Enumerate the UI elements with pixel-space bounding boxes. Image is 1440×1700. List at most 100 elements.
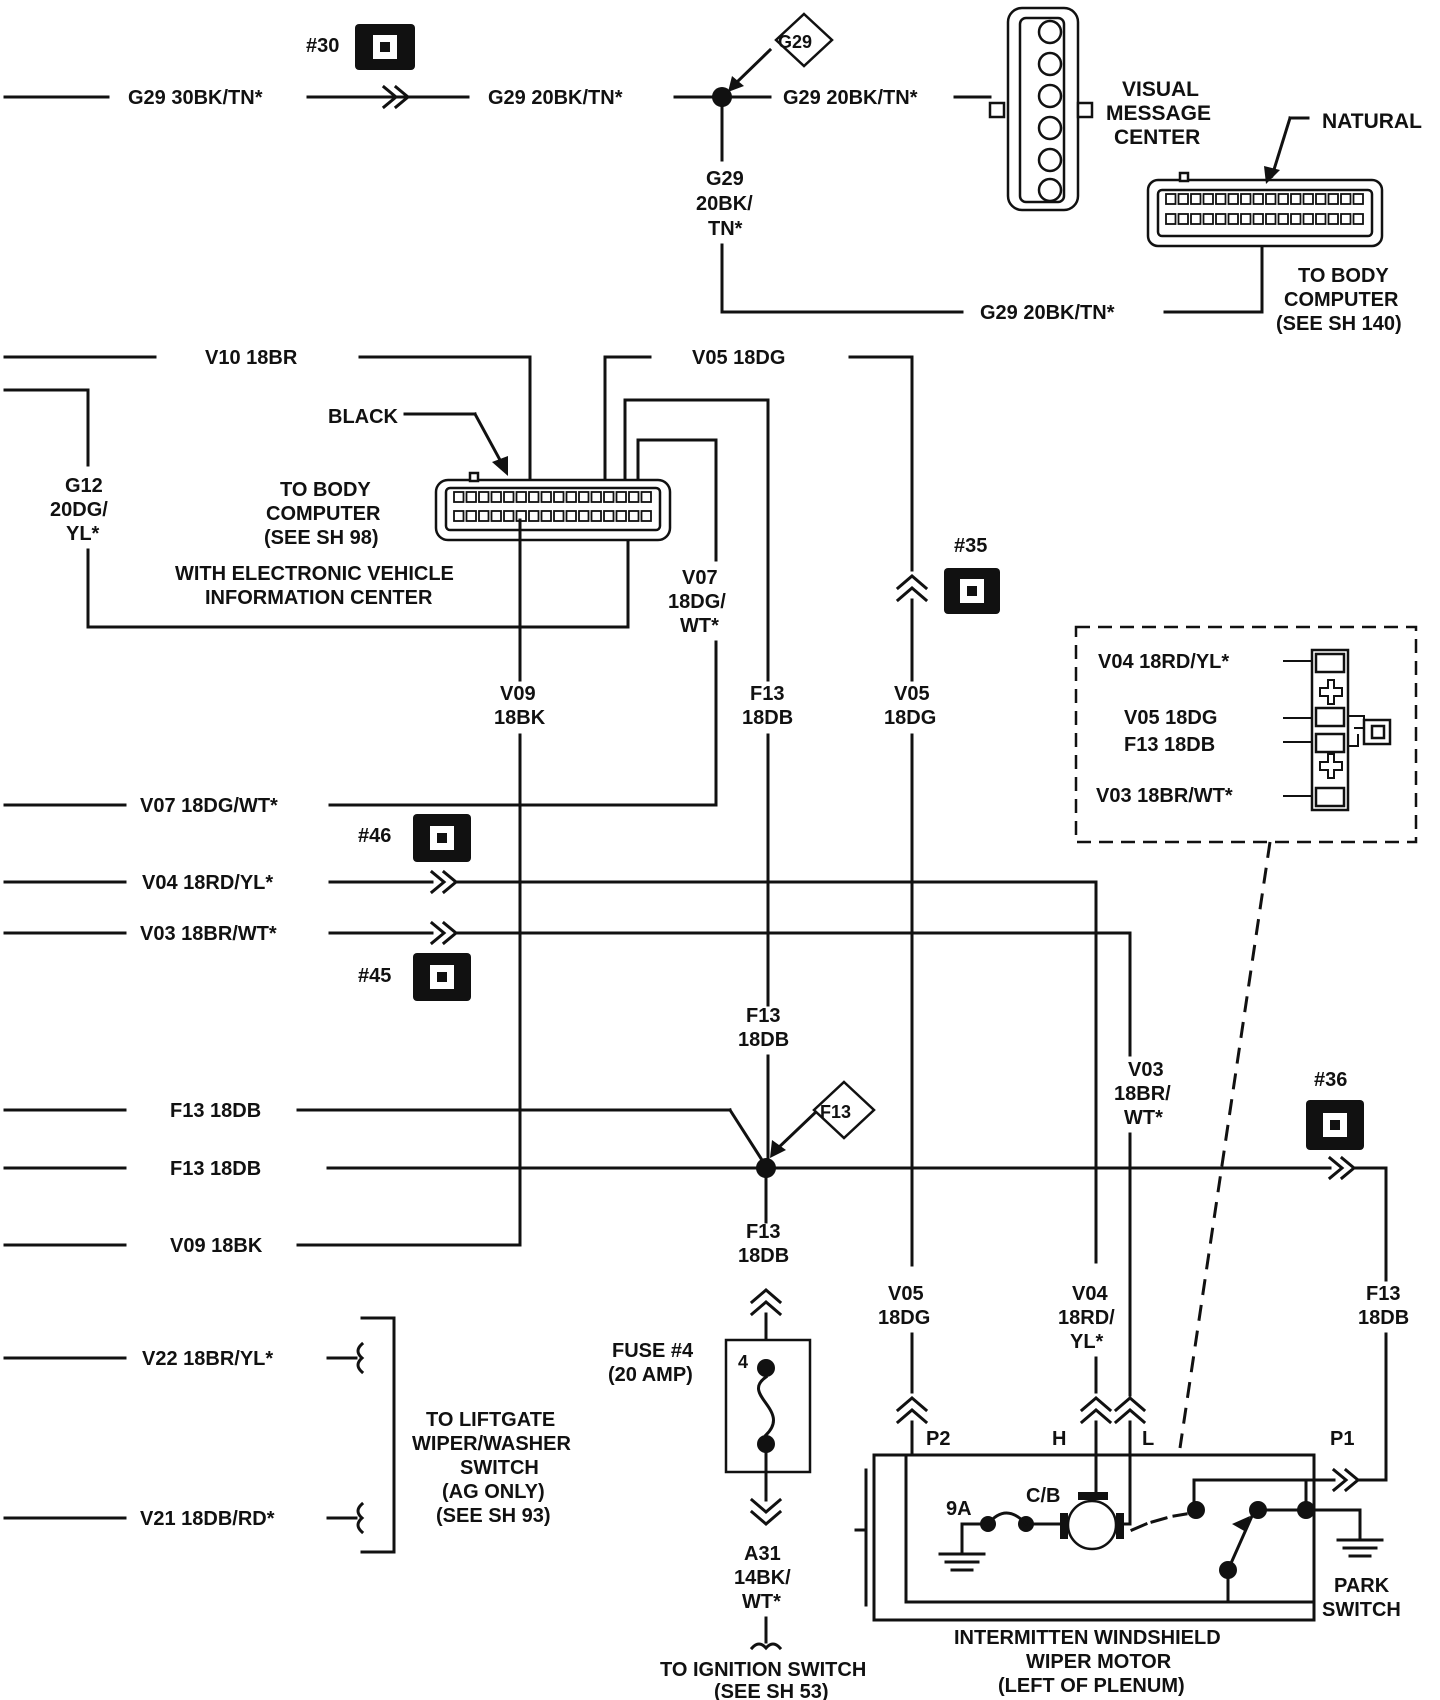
connector-36-icon (1306, 1100, 1364, 1150)
connector-pin (1215, 193, 1227, 205)
v05-motor-2: 18DG (878, 1307, 930, 1329)
connector-pin (1340, 213, 1352, 225)
connector-pin (540, 510, 552, 522)
wiper-motor-connector-inset: V04 18RD/YL* V05 18DG F13 18DB V03 18BR/… (1074, 625, 1418, 1449)
connector-pin (1165, 213, 1177, 225)
f13-right-2: 18DB (1358, 1307, 1409, 1329)
connector-pin (1315, 193, 1327, 205)
liftgate-1: TO LIFTGATE (426, 1409, 555, 1431)
fuse-label-2: (20 AMP) (608, 1364, 693, 1386)
g12-label-3: YL* (66, 523, 100, 545)
inset-f13: F13 18DB (1124, 734, 1215, 756)
connector-pin (565, 510, 577, 522)
wire-g29-30bk: G29 30BK/TN* (128, 87, 263, 109)
v09-vert-2: 18BK (494, 707, 546, 729)
connector-pin (553, 510, 565, 522)
splice-g29-tag: G29 (774, 12, 834, 68)
body-computer-right-2: COMPUTER (1284, 289, 1399, 311)
connector-45-label: #45 (358, 965, 391, 987)
wire-g29-20bk-mid: G29 20BK/TN* (488, 87, 623, 109)
wire-v22: V22 18BR/YL* (142, 1348, 273, 1370)
pin-p2: P2 (926, 1428, 950, 1450)
connector-pin (453, 491, 465, 503)
connector-pin (1290, 193, 1302, 205)
connector-pin (478, 491, 490, 503)
pin-l: L (1142, 1428, 1154, 1450)
v04-motor-3: YL* (1070, 1331, 1104, 1353)
connector-pin (1340, 193, 1352, 205)
connector-30-icon (355, 24, 415, 70)
connector-pin (1202, 193, 1214, 205)
v07-vert-1: V07 (682, 567, 718, 589)
v07-vert-2: 18DG/ (668, 591, 726, 613)
connector-pin (1352, 213, 1364, 225)
wiper-motor: P2 H L P1 9A C/B (854, 1420, 1384, 1622)
connector-46-label: #46 (358, 825, 391, 847)
connector-pin (1202, 213, 1214, 225)
v05-vert-1: V05 (894, 683, 930, 705)
f13-right-1: F13 (1366, 1283, 1400, 1305)
connector-pin (1277, 213, 1289, 225)
wire-f13-b: F13 18DB (170, 1158, 261, 1180)
pin-h: H (1052, 1428, 1066, 1450)
splice-f13-tag: F13 (812, 1080, 876, 1140)
connector-pin (1190, 193, 1202, 205)
connector-pin (1177, 213, 1189, 225)
connector-pin (1240, 193, 1252, 205)
connector-pin (565, 491, 577, 503)
connector-pin (628, 510, 640, 522)
connector-pin (1302, 213, 1314, 225)
connector-35-icon (944, 568, 1000, 614)
inset-v04: V04 18RD/YL* (1098, 651, 1229, 673)
wire-v10: V10 18BR (205, 347, 298, 369)
connector-pin (528, 510, 540, 522)
evic-label-2: INFORMATION CENTER (205, 587, 433, 609)
pin-cb: C/B (1026, 1485, 1060, 1507)
wire-v04: V04 18RD/YL* (142, 872, 273, 894)
lower-section: F13 18DB F13 V03 18BR/ WT* #36 F13 18DB (608, 1005, 1409, 1700)
connector-pin (503, 491, 515, 503)
visual-message-center-connector (988, 6, 1094, 212)
liftgate-2: WIPER/WASHER (412, 1433, 571, 1455)
connector-pin (1265, 213, 1277, 225)
connector-pin (540, 491, 552, 503)
f13-below-splice-1: F13 (746, 1221, 780, 1243)
connector-pin (465, 491, 477, 503)
connector-pin (1227, 193, 1239, 205)
v09-vert-1: V09 (500, 683, 536, 705)
connector-pin (1240, 213, 1252, 225)
fuse-4: 4 (724, 1338, 812, 1474)
wire-g29-20bk-right: G29 20BK/TN* (783, 87, 918, 109)
connector-30-label: #30 (306, 35, 339, 57)
g29-vertical-label-1: G29 (706, 168, 744, 190)
wire-v07: V07 18DG/WT* (140, 795, 278, 817)
connector-pin (615, 510, 627, 522)
connector-pin (1252, 193, 1264, 205)
connector-pin (1165, 193, 1177, 205)
connector-pin (603, 510, 615, 522)
connector-pin (553, 491, 565, 503)
motor-label-2: WIPER MOTOR (1026, 1651, 1172, 1673)
connector-pin (465, 510, 477, 522)
connector-pin (1215, 213, 1227, 225)
connector-pin (1177, 193, 1189, 205)
motor-label-1: INTERMITTEN WINDSHIELD (954, 1627, 1221, 1649)
black-label: BLACK (328, 406, 399, 428)
connector-45-icon (413, 953, 471, 1001)
body-computer-left-1: TO BODY (280, 479, 371, 501)
motor-label-3: (LEFT OF PLENUM) (998, 1675, 1185, 1697)
f13-vert-top-2: 18DB (742, 707, 793, 729)
natural-connector-pins (1165, 193, 1364, 225)
inset-v03: V03 18BR/WT* (1096, 785, 1233, 807)
pin-9a: 9A (946, 1498, 972, 1520)
fuse-label-1: FUSE #4 (612, 1340, 694, 1362)
connector-46-icon (413, 814, 471, 862)
a31-label-2: 14BK/ (734, 1567, 791, 1589)
f13-above-splice-2: 18DB (738, 1029, 789, 1051)
v03-vert-1: V03 (1128, 1059, 1164, 1081)
connector-pin (578, 510, 590, 522)
natural-label: NATURAL (1322, 110, 1422, 133)
v03-vert-2: 18BR/ (1114, 1083, 1171, 1105)
park-switch-1: PARK (1334, 1575, 1390, 1597)
